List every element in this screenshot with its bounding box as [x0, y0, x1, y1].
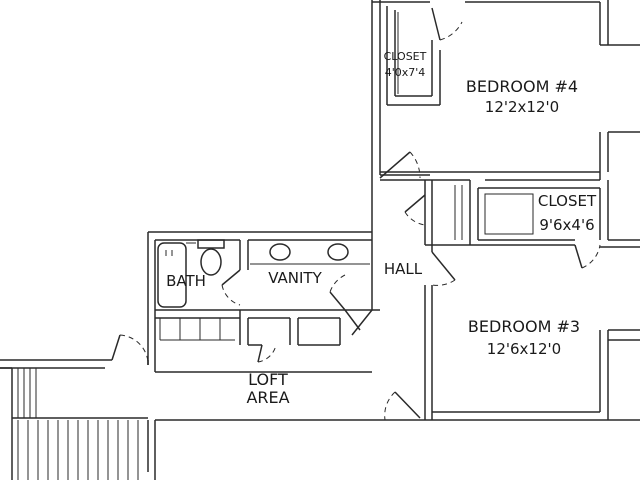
- wall-hall: [424, 244, 575, 420]
- wall-upper-block: [371, 0, 430, 311]
- wall-bath-storage: [159, 318, 235, 341]
- door-closet-large: [404, 194, 426, 213]
- door-bedroom3: [431, 251, 456, 281]
- label-closet-large: CLOSET: [538, 192, 597, 210]
- wall-angled-closet: [344, 309, 373, 336]
- door-bedroom3-lower-swing: [384, 391, 396, 421]
- wall-loft-storage: [239, 310, 341, 346]
- door-bedroom4-swing: [409, 151, 421, 179]
- label-bedroom4-size: 12'2x12'0: [485, 98, 559, 116]
- door-vanity: [329, 291, 346, 311]
- labels: BEDROOM #4 12'2x12'0 CLOSET 4'0x7'4 CLOS…: [166, 50, 597, 407]
- door-closet-large-right: [574, 244, 583, 269]
- label-bath: BATH: [166, 272, 206, 290]
- stairs: [11, 368, 139, 480]
- label-loft-line1: LOFT: [248, 370, 288, 389]
- door-closet-small-swing: [439, 21, 463, 41]
- label-bedroom3-size: 12'6x12'0: [487, 340, 561, 358]
- door-bath: [221, 269, 241, 286]
- door-bedroom3-swing: [431, 279, 456, 286]
- sink-right: [327, 243, 349, 261]
- label-bedroom3: BEDROOM #3: [468, 317, 580, 336]
- door-bedroom3-lower: [394, 391, 421, 419]
- label-bedroom4: BEDROOM #4: [466, 77, 578, 96]
- bathtub-drain: [165, 250, 173, 256]
- door-loft-storage-swing: [257, 344, 277, 363]
- wall-bedroom3: [425, 329, 640, 421]
- toilet-bowl: [200, 248, 222, 276]
- wall-closet-small: [386, 6, 441, 106]
- label-closet-large-size: 9'6x4'6: [539, 216, 594, 234]
- closet-large-shelf: [484, 193, 534, 235]
- door-closet-large-swing: [404, 211, 426, 226]
- label-closet-small: CLOSET: [384, 50, 427, 63]
- door-bedroom4: [379, 151, 411, 179]
- door-loft-entry: [111, 334, 121, 361]
- wall-loft-left: [0, 367, 148, 419]
- door-closet-large-right-swing: [581, 244, 601, 269]
- wall-loft-lower: [0, 359, 425, 480]
- stair-treads-upper: [17, 368, 37, 418]
- door-loft-entry-swing: [119, 334, 149, 363]
- wall-closet-large: [424, 180, 640, 248]
- fixtures: [157, 239, 370, 308]
- label-loft-line2: AREA: [246, 388, 289, 407]
- toilet-tank: [197, 239, 225, 249]
- door-bath-swing: [221, 284, 241, 306]
- door-loft-storage: [257, 344, 263, 363]
- doors: [111, 7, 601, 421]
- closet-large-rod: [454, 185, 463, 240]
- sink-left: [269, 243, 291, 261]
- label-closet-small-size: 4'0x7'4: [385, 66, 426, 79]
- door-closet-small: [431, 7, 441, 41]
- wall-right-top: [599, 0, 640, 46]
- wall-bedroom4-bottom: [380, 131, 640, 181]
- bathtub: [157, 242, 187, 308]
- label-hall: HALL: [384, 260, 423, 278]
- stair-treads-lower: [17, 420, 139, 480]
- door-vanity-swing: [329, 274, 346, 293]
- label-vanity: VANITY: [268, 269, 322, 287]
